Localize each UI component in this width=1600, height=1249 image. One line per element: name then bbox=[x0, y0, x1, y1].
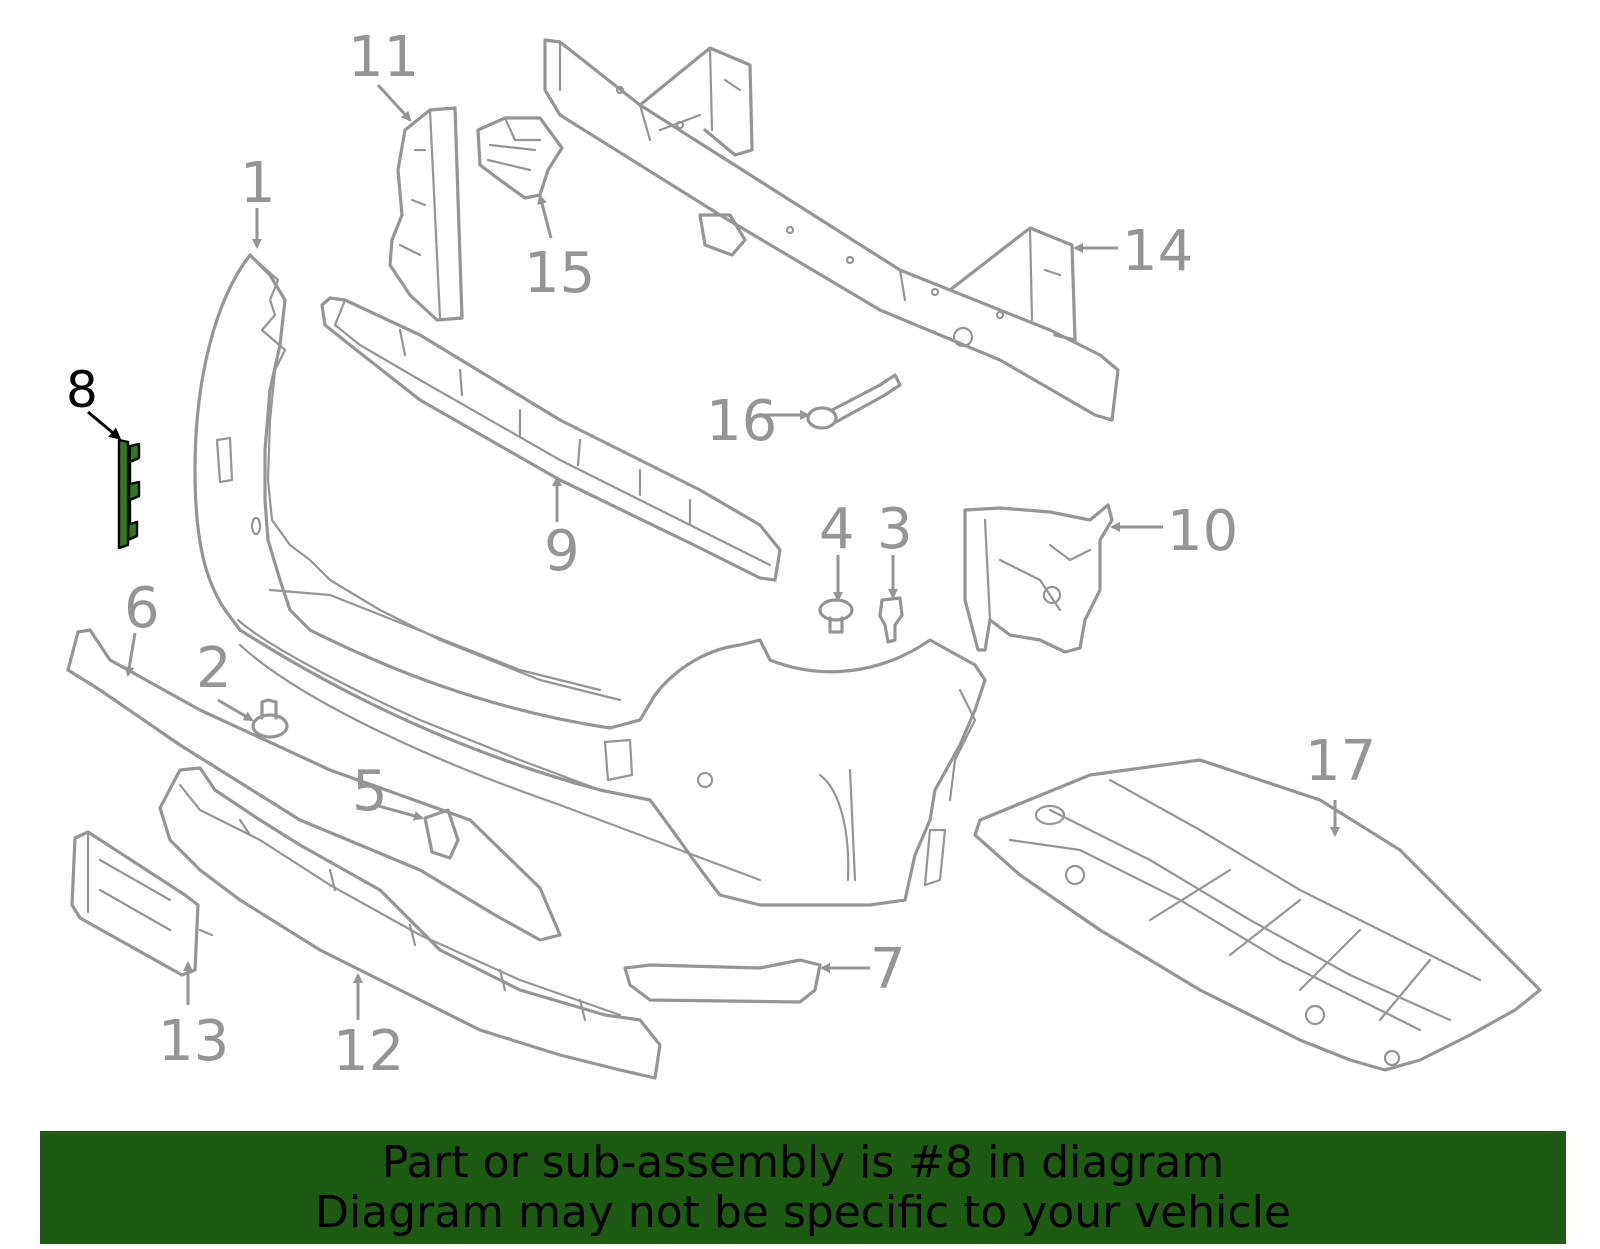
callout-15[interactable]: 15 bbox=[524, 241, 595, 306]
callout-labels: 1 2 3 4 5 6 7 8 9 10 11 12 13 14 15 16 1… bbox=[66, 25, 1376, 1084]
callout-1[interactable]: 1 bbox=[240, 151, 276, 216]
part-16-tow-hook bbox=[806, 373, 902, 430]
part-17-splash-shield bbox=[973, 758, 1542, 1072]
info-banner: Part or sub-assembly is #8 in diagram Di… bbox=[40, 1131, 1566, 1244]
part-7-lower-trim bbox=[623, 958, 822, 1004]
part-5-tow-cap bbox=[423, 808, 460, 860]
callout-10[interactable]: 10 bbox=[1167, 499, 1238, 564]
callout-11[interactable]: 11 bbox=[348, 25, 419, 90]
callout-9[interactable]: 9 bbox=[544, 519, 580, 584]
part-3-clip bbox=[878, 596, 904, 644]
callout-7[interactable]: 7 bbox=[870, 937, 906, 1002]
callout-17[interactable]: 17 bbox=[1305, 729, 1376, 794]
part-8-bracket-highlighted[interactable] bbox=[117, 438, 141, 550]
leader-arrows bbox=[87, 83, 1340, 1020]
callout-2[interactable]: 2 bbox=[196, 636, 232, 701]
part-4-clip bbox=[818, 598, 854, 634]
part-2-clip bbox=[251, 698, 289, 739]
callout-13[interactable]: 13 bbox=[158, 1009, 229, 1074]
part-11-side-bracket bbox=[388, 106, 464, 322]
callout-14[interactable]: 14 bbox=[1122, 219, 1193, 284]
callout-4[interactable]: 4 bbox=[819, 497, 855, 562]
part-6-lower-trim bbox=[66, 628, 562, 942]
part-1-bumper-cover bbox=[193, 253, 987, 907]
callout-3[interactable]: 3 bbox=[877, 497, 913, 562]
callout-16[interactable]: 16 bbox=[706, 389, 777, 454]
callout-6[interactable]: 6 bbox=[124, 576, 160, 641]
part-12-absorber bbox=[158, 766, 662, 1080]
part-14-bumper-reinforcement bbox=[543, 38, 1120, 422]
part-15-bracket bbox=[476, 116, 564, 200]
banner-line-2: Diagram may not be specific to your vehi… bbox=[315, 1186, 1291, 1238]
part-9-grille bbox=[320, 296, 782, 582]
callout-5[interactable]: 5 bbox=[352, 759, 388, 824]
banner-line-1: Part or sub-assembly is #8 in diagram bbox=[381, 1136, 1225, 1188]
part-13-plate-bracket bbox=[70, 830, 214, 977]
part-10-side-bracket bbox=[963, 503, 1114, 654]
callout-8[interactable]: 8 bbox=[66, 361, 98, 419]
callout-12[interactable]: 12 bbox=[333, 1019, 404, 1084]
